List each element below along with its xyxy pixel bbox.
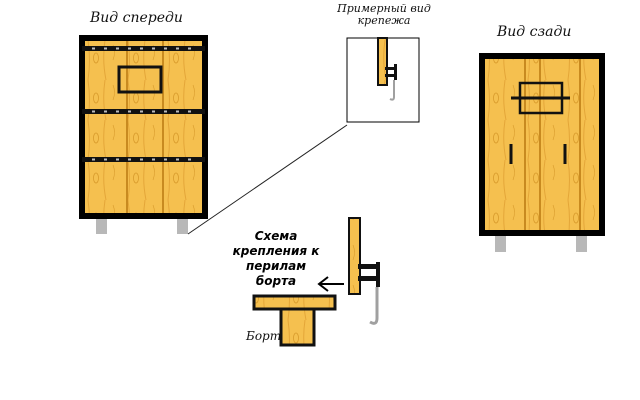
back-right-leg: [576, 232, 587, 252]
front-rivets: [92, 47, 191, 161]
detail-board: [377, 37, 388, 86]
back-view-label: Вид сзади: [497, 24, 572, 40]
front-band-1: [82, 46, 205, 51]
front-band-3: [82, 157, 205, 162]
front-body: [79, 35, 208, 219]
back-view-cabinet: [479, 53, 605, 252]
mount-scheme-label: Схема крепления к перилам борта: [232, 229, 320, 288]
fastener-view-label: Примерный вид крепежа: [337, 2, 431, 27]
mount-scheme: [252, 217, 380, 347]
front-band-2: [82, 109, 205, 114]
front-label-plate: [117, 65, 163, 94]
front-view-label: Вид спереди: [90, 10, 183, 26]
scheme-arrow-head: [317, 276, 329, 292]
detail-hook: [389, 80, 395, 101]
bort-label: Борт: [246, 329, 282, 343]
back-left-leg: [495, 232, 506, 252]
rail-top: [252, 294, 337, 311]
scheme-hook: [369, 287, 379, 325]
rail-post: [279, 307, 316, 347]
front-view-cabinet: [79, 35, 208, 234]
detail-pointer-line: [187, 124, 348, 235]
back-body: [479, 53, 605, 236]
scheme-board: [348, 217, 361, 295]
fastener-detail: [346, 37, 420, 123]
